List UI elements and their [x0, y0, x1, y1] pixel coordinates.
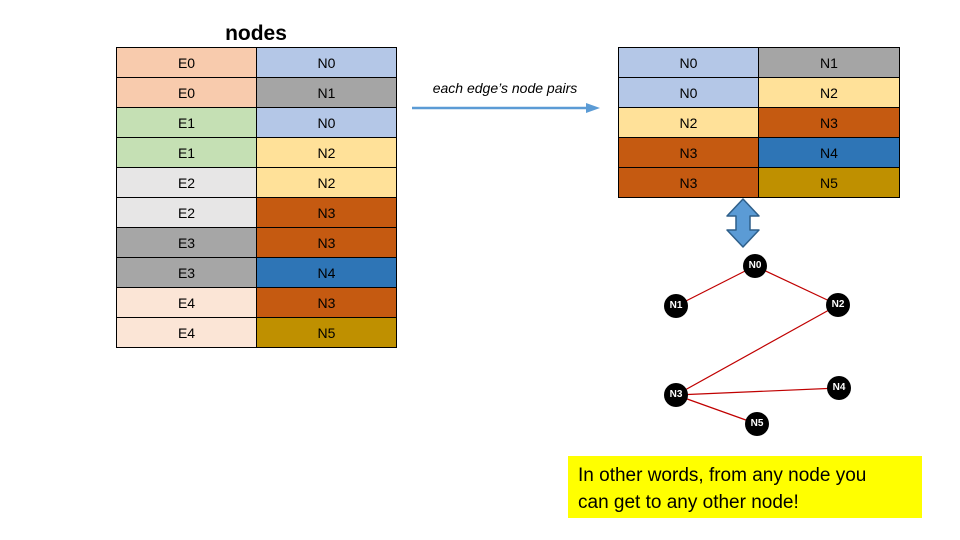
graph-edge-layer	[675, 265, 840, 425]
callout-line-2: can get to any other node!	[578, 492, 799, 513]
edge-cell: E0	[116, 77, 257, 108]
node-pair-left-cell: N3	[618, 137, 759, 168]
graph-edge	[675, 394, 758, 425]
node-pair-right-cell: N3	[758, 107, 900, 138]
node-cell: N2	[256, 167, 397, 198]
edge-cell: E2	[116, 197, 257, 228]
edge-cell: E1	[116, 137, 257, 168]
arrow-caption-label: each edge’s node pairs	[432, 80, 578, 96]
edge-cell: E3	[116, 227, 257, 258]
callout-box: In other words, from any node you can ge…	[568, 456, 922, 518]
graph-edge	[675, 265, 756, 307]
edge-cell: E0	[116, 47, 257, 78]
node-pair-right-cell: N2	[758, 77, 900, 108]
callout-line-1: In other words, from any node you	[578, 465, 867, 486]
node-pair-right-cell: N4	[758, 137, 900, 168]
node-cell: N4	[256, 257, 397, 288]
node-pair-left-cell: N0	[618, 77, 759, 108]
right-arrow-icon	[412, 103, 600, 113]
edge-cell: E3	[116, 257, 257, 288]
graph-node-n4: N4	[827, 376, 851, 400]
graph-edge	[675, 387, 840, 396]
graph-edge	[675, 304, 839, 396]
page-title-nodes: nodes	[225, 22, 287, 45]
graph-node-n0: N0	[743, 254, 767, 278]
edge-cell: E2	[116, 167, 257, 198]
node-cell: N5	[256, 317, 397, 348]
edge-cell: E1	[116, 107, 257, 138]
node-cell: N3	[256, 227, 397, 258]
node-cell: N3	[256, 287, 397, 318]
graph-node-n5: N5	[745, 412, 769, 436]
node-pair-right-cell: N1	[758, 47, 900, 78]
node-cell: N0	[256, 107, 397, 138]
node-cell: N3	[256, 197, 397, 228]
graph-node-n3: N3	[664, 383, 688, 407]
node-pair-left-cell: N2	[618, 107, 759, 138]
node-cell: N2	[256, 137, 397, 168]
graph-node-n2: N2	[826, 293, 850, 317]
edge-cell: E4	[116, 317, 257, 348]
node-cell: N1	[256, 77, 397, 108]
node-pair-right-cell: N5	[758, 167, 900, 198]
node-cell: N0	[256, 47, 397, 78]
edge-cell: E4	[116, 287, 257, 318]
node-pair-left-cell: N0	[618, 47, 759, 78]
graph-node-n1: N1	[664, 294, 688, 318]
graph-edge	[754, 265, 839, 306]
up-down-arrow-icon	[726, 198, 760, 248]
node-pair-left-cell: N3	[618, 167, 759, 198]
